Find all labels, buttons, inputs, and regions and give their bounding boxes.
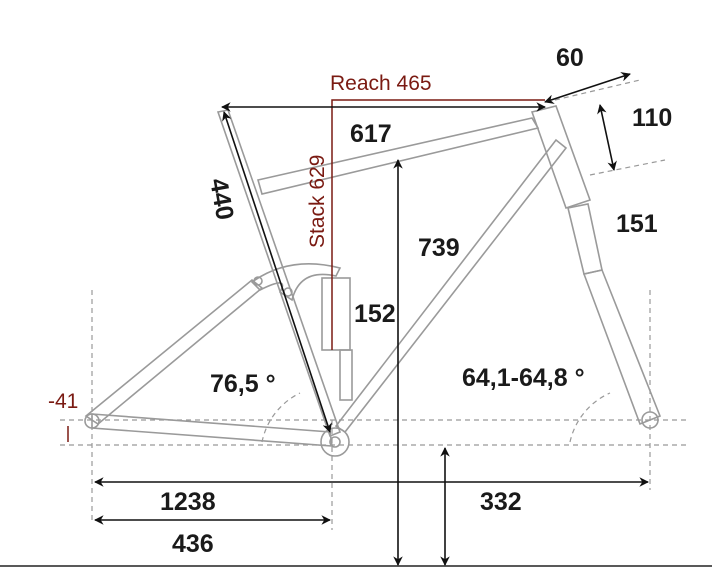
seat-tube-label: 440	[204, 176, 239, 222]
spacer-label: 110	[632, 104, 672, 132]
shock-label: 152	[354, 300, 396, 328]
stack-label: Stack 629	[306, 155, 329, 248]
wheelbase-label: 1238	[160, 488, 216, 516]
top-tube-label: 617	[350, 120, 392, 148]
head-angle-label: 64,1-64,8 °	[462, 364, 585, 392]
bike-frame	[84, 105, 662, 457]
standover-label: 739	[418, 234, 460, 262]
dimension-arrows	[0, 72, 712, 567]
bb-height-label: 332	[480, 488, 522, 516]
stem-length-label: 60	[556, 44, 584, 72]
chainstay-label: 436	[172, 530, 214, 558]
reach-stack-lines	[331, 99, 545, 350]
bb-drop-label: -41	[48, 390, 78, 413]
head-tube-label: 151	[616, 210, 658, 238]
reach-label: Reach 465	[330, 72, 432, 95]
seat-angle-label: 76,5 °	[210, 370, 276, 398]
